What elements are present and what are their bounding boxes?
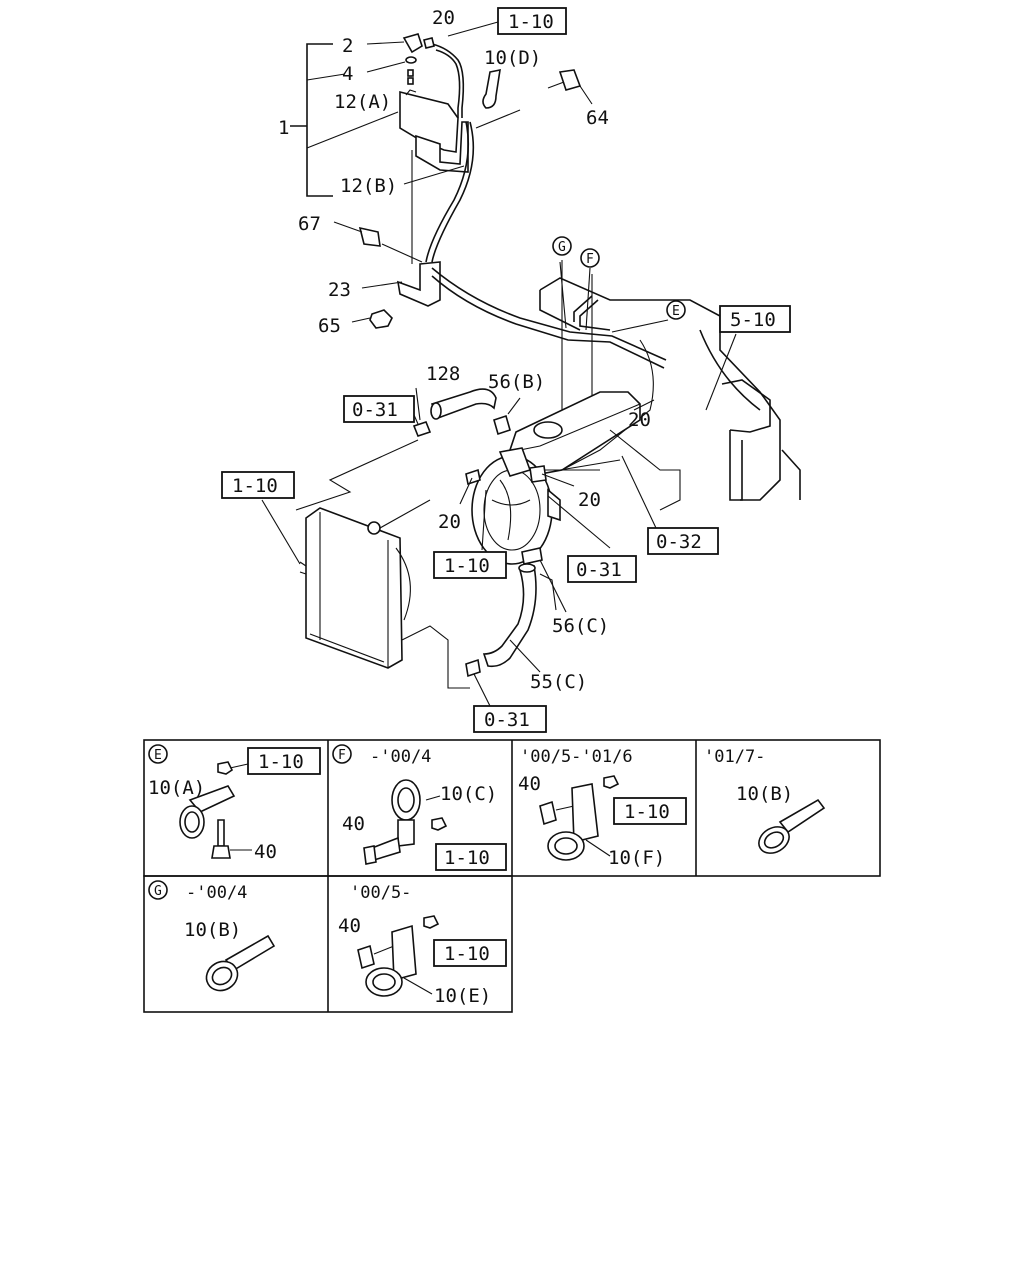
panel-f1-10c: 10(C) bbox=[440, 783, 497, 805]
ref-0-32: 0-32 bbox=[656, 531, 702, 553]
label-20-left: 20 bbox=[438, 511, 461, 533]
panel-f1-circle: F bbox=[338, 748, 346, 763]
ref-bottom-0-31: 0-31 bbox=[484, 709, 530, 731]
panel-f1: F -'00/4 10(C) 40 1-10 bbox=[332, 744, 507, 871]
panel-e: E 1-10 10(A) 40 bbox=[148, 744, 321, 863]
main-labels: 1 2 4 12(A) 12(B) 20 10(D) 64 67 23 65 1… bbox=[278, 7, 651, 693]
frame-rail bbox=[539, 277, 801, 501]
panel-g2: '00/5- 40 1-10 10(E) bbox=[338, 883, 507, 1007]
upper-hose-128 bbox=[409, 388, 521, 437]
ref-top-1-10: 1-10 bbox=[508, 11, 554, 33]
radiator bbox=[299, 499, 431, 669]
ref-mid-0-31: 0-31 bbox=[576, 559, 622, 581]
panel-e-circle: E bbox=[154, 748, 162, 763]
engine-block bbox=[509, 391, 681, 511]
label-12a: 12(A) bbox=[334, 91, 391, 113]
panel-g1: G -'00/4 10(B) bbox=[148, 880, 276, 992]
panel-f3-10b: 10(B) bbox=[736, 783, 793, 805]
label-1: 1 bbox=[278, 117, 289, 139]
reservoir-assembly bbox=[290, 33, 593, 329]
callouts: G F E bbox=[552, 236, 686, 320]
detail-panels bbox=[143, 739, 881, 1013]
label-20-right-upper: 20 bbox=[628, 409, 651, 431]
label-56c: 56(C) bbox=[552, 615, 609, 637]
panel-g2-10e: 10(E) bbox=[434, 985, 491, 1007]
panel-g1-circle: G bbox=[154, 884, 162, 899]
callout-f: F bbox=[586, 252, 594, 267]
label-4: 4 bbox=[342, 63, 353, 85]
overflow-hose bbox=[431, 260, 667, 471]
panel-f2: '00/5-'01/6 40 1-10 10(F) bbox=[518, 747, 687, 869]
fan-shroud bbox=[465, 447, 561, 565]
panel-f2-title: '00/5-'01/6 bbox=[520, 747, 633, 767]
panel-f1-title: -'00/4 bbox=[370, 747, 431, 767]
callout-e: E bbox=[672, 304, 680, 319]
label-65: 65 bbox=[318, 315, 341, 337]
ref-mid-1-10: 1-10 bbox=[444, 555, 490, 577]
connection-lines bbox=[295, 439, 557, 689]
panel-e-10a: 10(A) bbox=[148, 777, 205, 799]
label-56b: 56(B) bbox=[488, 371, 545, 393]
panel-g2-40: 40 bbox=[338, 915, 361, 937]
leader-lines bbox=[261, 21, 737, 707]
panel-f3: '01/7- 10(B) bbox=[704, 747, 826, 854]
label-128: 128 bbox=[426, 363, 460, 385]
panel-f2-40: 40 bbox=[518, 773, 541, 795]
panel-f1-40: 40 bbox=[342, 813, 365, 835]
panel-f1-ref: 1-10 bbox=[444, 847, 490, 869]
label-55c: 55(C) bbox=[530, 671, 587, 693]
label-20-right-lower: 20 bbox=[578, 489, 601, 511]
panel-e-40: 40 bbox=[254, 841, 277, 863]
panel-g1-10b: 10(B) bbox=[184, 919, 241, 941]
label-64: 64 bbox=[586, 107, 609, 129]
panel-g1-title: -'00/4 bbox=[186, 883, 247, 903]
panel-f2-10f: 10(F) bbox=[608, 847, 665, 869]
label-20-top: 20 bbox=[432, 7, 455, 29]
reference-boxes: 1-10 5-10 0-31 1-10 1-10 0-31 0-32 0-31 bbox=[221, 7, 791, 733]
panel-e-ref: 1-10 bbox=[258, 751, 304, 773]
label-2: 2 bbox=[342, 35, 353, 57]
panel-g2-title: '00/5- bbox=[350, 883, 411, 903]
ref-5-10: 5-10 bbox=[730, 309, 776, 331]
callout-g: G bbox=[558, 240, 566, 255]
ref-left-1-10: 1-10 bbox=[232, 475, 278, 497]
label-10d: 10(D) bbox=[484, 47, 541, 69]
ref-left-0-31: 0-31 bbox=[352, 399, 398, 421]
panel-f3-title: '01/7- bbox=[704, 747, 765, 767]
panel-f2-ref: 1-10 bbox=[624, 801, 670, 823]
label-23: 23 bbox=[328, 279, 351, 301]
lower-hose-55c bbox=[465, 547, 543, 678]
label-12b: 12(B) bbox=[340, 175, 397, 197]
panel-g2-ref: 1-10 bbox=[444, 943, 490, 965]
label-67: 67 bbox=[298, 213, 321, 235]
